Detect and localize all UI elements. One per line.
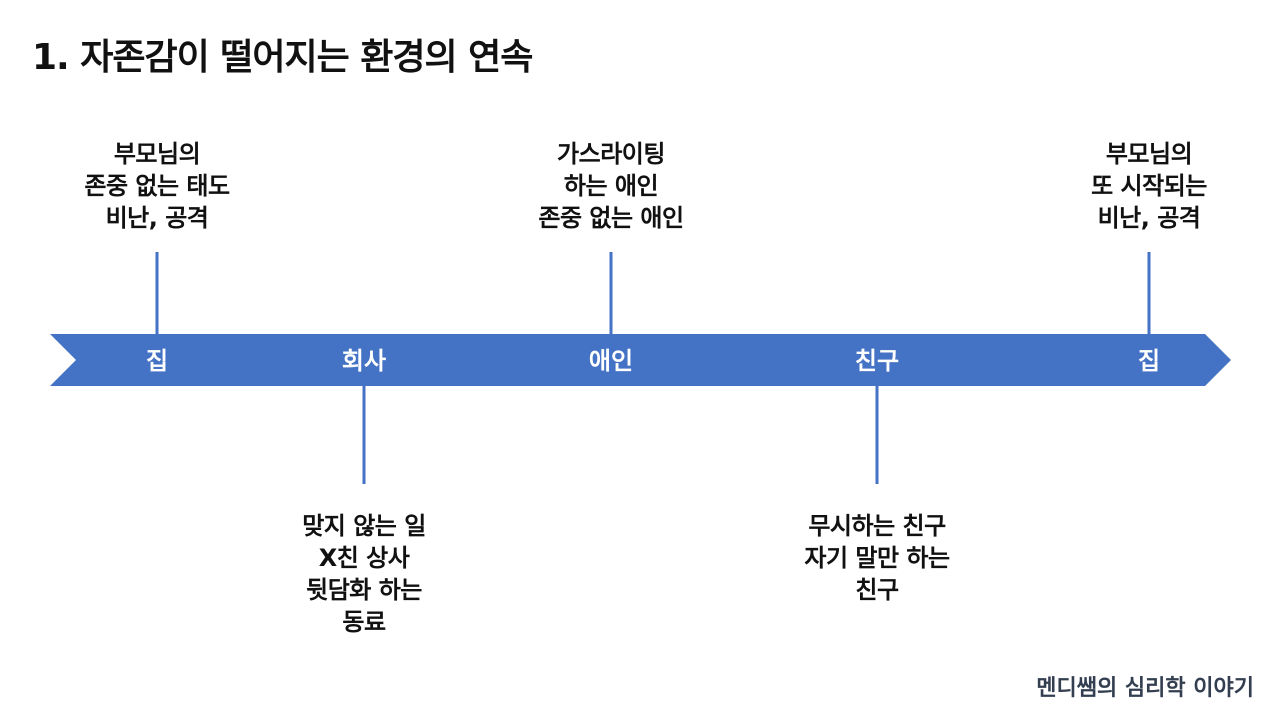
timeline-arrow — [50, 334, 1231, 386]
note-line: 존중 없는 애인 — [538, 204, 684, 232]
note-line: 하는 애인 — [563, 172, 659, 200]
note-line: X친 상사 — [318, 544, 410, 572]
note-line: 무시하는 친구 — [808, 512, 946, 540]
stop-label-company: 회사 — [341, 347, 387, 375]
note-line: 부모님의 — [113, 140, 201, 168]
note-line: 존중 없는 태도 — [84, 172, 230, 200]
connector-lines — [155, 252, 1151, 484]
note-line: 또 시작되는 — [1091, 172, 1207, 200]
note-home-1: 부모님의 존중 없는 태도 비난, 공격 — [27, 138, 287, 234]
note-line: 비난, 공격 — [105, 204, 209, 232]
note-line: 뒷담화 하는 — [306, 576, 422, 604]
note-line: 부모님의 — [1105, 140, 1193, 168]
stop-label-home-2: 집 — [1137, 347, 1161, 375]
stop-label-home-1: 집 — [145, 347, 169, 375]
page-title: 1. 자존감이 떨어지는 환경의 연속 — [32, 37, 533, 78]
note-friend: 무시하는 친구 자기 말만 하는 친구 — [747, 510, 1007, 606]
note-company: 맞지 않는 일 X친 상사 뒷담화 하는 동료 — [234, 510, 494, 638]
note-line: 가스라이팅 — [557, 140, 665, 168]
note-line: 동료 — [342, 608, 386, 636]
note-line: 맞지 않는 일 — [302, 512, 426, 540]
footer-credit: 멘디쌤의 심리학 이야기 — [1036, 676, 1254, 701]
stop-label-friend: 친구 — [854, 347, 900, 375]
note-partner: 가스라이팅 하는 애인 존중 없는 애인 — [481, 138, 741, 234]
note-line: 자기 말만 하는 — [804, 544, 950, 572]
note-line: 비난, 공격 — [1097, 204, 1201, 232]
note-home-2: 부모님의 또 시작되는 비난, 공격 — [1019, 138, 1279, 234]
stop-label-partner: 애인 — [588, 347, 634, 375]
note-line: 친구 — [855, 576, 899, 604]
